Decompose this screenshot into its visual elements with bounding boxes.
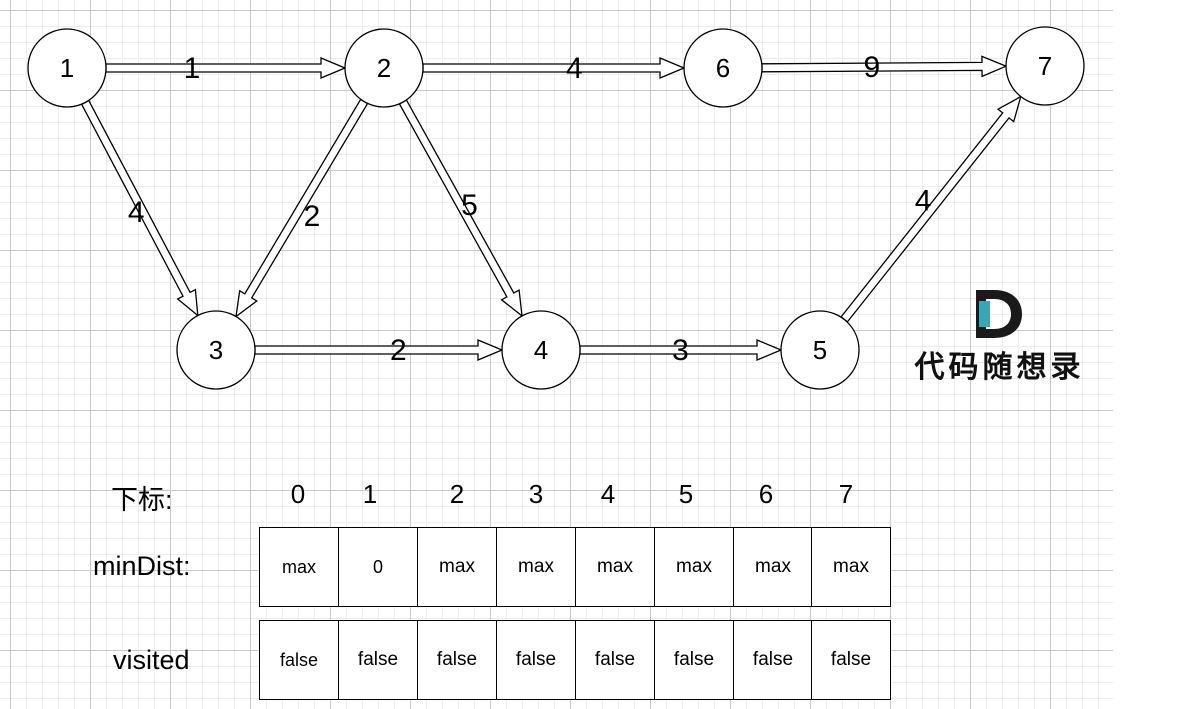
- index-cell: 5: [678, 479, 694, 509]
- node-6: 6: [683, 28, 763, 108]
- node-circle: [1005, 26, 1085, 106]
- visited-cell: false: [417, 620, 497, 700]
- min-dist-cell: max: [496, 527, 576, 607]
- edge-3-4: 2: [254, 334, 504, 367]
- node-3: 3: [176, 310, 256, 390]
- edge-weight-label: 4: [128, 196, 145, 229]
- edge-weight-label: 1: [184, 52, 201, 85]
- node-5: 5: [780, 310, 860, 390]
- edge-weight-label: 2: [390, 334, 407, 367]
- edge-6-7: 9: [761, 51, 1008, 84]
- edge-weight-label: 4: [566, 52, 583, 85]
- visited-cell: false: [654, 620, 734, 700]
- node-label: 3: [209, 335, 223, 365]
- edge-2-4: 5: [398, 99, 523, 318]
- node-label: 4: [534, 335, 548, 365]
- logo-d-shape: [976, 290, 1022, 338]
- nodes-layer: 1 2 6 7 3 4 5: [27, 26, 1085, 390]
- min-dist-row-label: minDist:: [93, 551, 191, 581]
- edge-arrow: [105, 57, 347, 79]
- edge-arrow: [761, 55, 1008, 78]
- edge-1-2: 1: [105, 52, 347, 85]
- logo-d-icon: [976, 290, 1022, 338]
- index-cell: 2: [449, 479, 465, 509]
- node-2: 2: [344, 28, 424, 108]
- edge-weight-label: 2: [304, 200, 321, 233]
- node-circle: [780, 310, 860, 390]
- index-cell: 3: [528, 479, 544, 509]
- min-dist-cell: 0: [338, 527, 418, 607]
- node-label: 2: [377, 53, 391, 83]
- node-1: 1: [27, 28, 107, 108]
- visited-cell: false: [259, 620, 339, 700]
- logo: 代码随想录: [912, 290, 1087, 385]
- min-dist-cell: max: [417, 527, 497, 607]
- min-dist-cell: max: [811, 527, 891, 607]
- node-label: 1: [60, 53, 74, 83]
- edge-weight-label: 3: [672, 334, 689, 367]
- edge-arrow: [254, 339, 504, 361]
- visited-row-label: visited: [113, 645, 190, 675]
- edge-weight-label: 5: [461, 189, 478, 222]
- min-dist-cell: max: [654, 527, 734, 607]
- visited-cell: false: [338, 620, 418, 700]
- visited-cell: false: [733, 620, 813, 700]
- min-dist-cell: max: [259, 527, 339, 607]
- edge-5-7: 4: [840, 95, 1022, 323]
- node-circle: [501, 310, 581, 390]
- edge-arrow: [422, 57, 686, 79]
- node-circle: [683, 28, 763, 108]
- edge-arrow: [579, 339, 783, 361]
- node-circle: [176, 310, 256, 390]
- min-dist-cell: max: [575, 527, 655, 607]
- edge-weight-label: 4: [915, 185, 932, 218]
- edge-4-5: 3: [579, 334, 783, 367]
- index-cell: 7: [838, 479, 854, 509]
- node-7: 7: [1005, 26, 1085, 106]
- edge-arrow: [80, 99, 199, 317]
- visited-cell: false: [575, 620, 655, 700]
- node-circle: [27, 28, 107, 108]
- edge-arrow: [398, 99, 523, 318]
- index-cell: 6: [758, 479, 774, 509]
- logo-accent-bar: [979, 301, 990, 327]
- index-cell: 4: [600, 479, 616, 509]
- index-cell: 0: [290, 479, 306, 509]
- node-label: 7: [1038, 51, 1052, 81]
- visited-cell: false: [496, 620, 576, 700]
- min-dist-cell: max: [733, 527, 813, 607]
- index-row-label: 下标:: [111, 485, 173, 515]
- edge-weight-label: 9: [863, 51, 880, 84]
- node-circle: [344, 28, 424, 108]
- visited-cell: false: [811, 620, 891, 700]
- node-label: 6: [716, 53, 730, 83]
- edge-arrow: [235, 98, 369, 318]
- logo-text: 代码随想录: [914, 350, 1085, 385]
- edge-arrow: [840, 95, 1022, 323]
- index-cell: 1: [362, 479, 378, 509]
- node-label: 5: [813, 335, 827, 365]
- edge-2-3: 2: [235, 98, 369, 318]
- node-4: 4: [501, 310, 581, 390]
- edge-1-3: 4: [80, 99, 199, 317]
- edge-2-6: 4: [422, 52, 686, 85]
